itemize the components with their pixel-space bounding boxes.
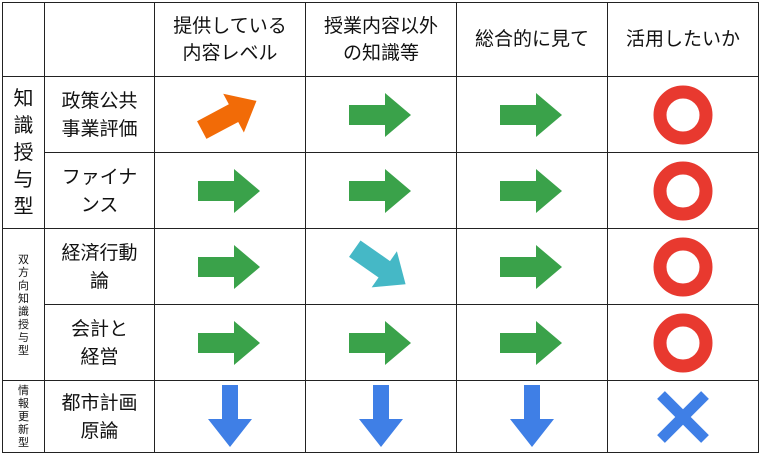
category-cell: 情報更新型 [2, 380, 45, 453]
rating-cell [607, 76, 759, 153]
arrow-right-icon [500, 168, 562, 213]
rating-cell [305, 304, 457, 381]
header-label: 活用したいか [625, 28, 740, 50]
course-name-cell: 経済行動論 [44, 228, 155, 305]
header-col-3: 総合的に見て [456, 2, 608, 77]
arrow-right-icon [500, 244, 562, 289]
rating-cell [154, 228, 306, 305]
rating-cell [154, 380, 306, 453]
rating-cell [607, 152, 759, 229]
course-name-cell: 政策公共事業評価 [44, 76, 155, 153]
arrow-right-icon [349, 92, 411, 137]
header-col-2: 授業内容以外の知識等 [305, 2, 457, 77]
category-cell: 双方向知識授与型 [2, 228, 45, 381]
circle-icon [653, 237, 713, 296]
rating-cell [456, 152, 608, 229]
course-name: 都市計画原論 [61, 391, 138, 442]
table-row: 会計と経営 [3, 304, 759, 381]
circle-icon [653, 313, 713, 372]
table-body: 知識授与型 政策公共事業評価ファイナンス双方向知識授与型 経済行動論会計と経営情報更… [2, 76, 759, 453]
header-row: 提供している内容レベル授業内容以外の知識等 総合的に見て 活用したいか [2, 2, 759, 77]
arrow-right-icon [500, 92, 562, 137]
rating-cell [305, 228, 457, 305]
arrow-right-icon [500, 320, 562, 365]
circle-icon [653, 161, 713, 220]
header-label: 授業内容以外の知識等 [323, 14, 438, 64]
rating-cell [154, 76, 306, 153]
arrow-right-icon [198, 244, 260, 289]
category-label: 知識授与型 [13, 86, 34, 218]
course-name: 会計と経営 [70, 317, 128, 368]
arrow-down-icon [208, 384, 252, 447]
rating-cell [456, 304, 608, 381]
course-name: ファイナンス [61, 165, 138, 216]
category-cell: 知識授与型 [2, 76, 45, 229]
header-col-4: 活用したいか [607, 2, 759, 77]
course-name: 政策公共事業評価 [61, 89, 138, 140]
evaluation-table: 提供している内容レベル授業内容以外の知識等 総合的に見て 活用したいか 知識授与型 政… [2, 2, 759, 453]
arrow-right-icon [349, 320, 411, 365]
category-label: 情報更新型 [18, 384, 29, 449]
table-row: ファイナンス [3, 152, 759, 229]
course-name-cell: 都市計画原論 [44, 380, 155, 453]
header-blank [2, 2, 45, 77]
arrow-up-right-icon [197, 93, 257, 139]
rating-cell [607, 380, 759, 453]
rating-cell [607, 228, 759, 305]
rating-cell [305, 380, 457, 453]
arrow-right-icon [349, 168, 411, 213]
rating-cell [456, 380, 608, 453]
header-col-1: 提供している内容レベル [154, 2, 306, 77]
arrow-down-icon [510, 384, 554, 447]
header-label: 総合的に見て [474, 28, 589, 50]
table-row: 知識授与型 政策公共事業評価 [2, 76, 759, 229]
rating-cell [456, 228, 608, 305]
course-name-cell: ファイナンス [44, 152, 155, 229]
rating-cell [456, 76, 608, 153]
course-name: 経済行動論 [61, 241, 138, 292]
rating-cell [305, 152, 457, 229]
rating-cell [607, 304, 759, 381]
course-name-cell: 会計と経営 [44, 304, 155, 381]
arrow-right-icon [198, 320, 260, 365]
header-label: 提供している内容レベル [173, 14, 287, 64]
arrow-down-icon [359, 384, 403, 447]
header-blank [44, 2, 155, 77]
arrow-right-icon [198, 168, 260, 213]
table-row: 双方向知識授与型 経済行動論 [2, 228, 759, 381]
circle-icon [653, 85, 713, 144]
category-label: 双方向知識授与型 [18, 252, 29, 357]
arrow-down-right-icon [349, 239, 406, 287]
rating-cell [154, 304, 306, 381]
rating-cell [305, 76, 457, 153]
rating-cell [154, 152, 306, 229]
cross-icon [657, 390, 709, 443]
table-row: 情報更新型 都市計画原論 [2, 380, 759, 453]
